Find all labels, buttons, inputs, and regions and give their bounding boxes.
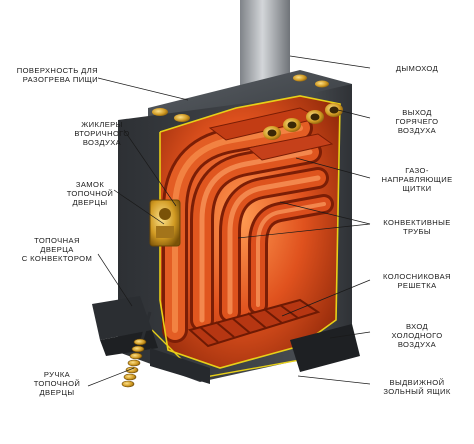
leader-lines [87, 55, 371, 387]
top-brass-caps [152, 74, 329, 122]
hot-air-outlets [263, 103, 343, 140]
fire-grate [187, 298, 321, 348]
door-handle-spring [121, 311, 152, 388]
gas-guide-shields [208, 107, 334, 161]
label-chimney: ДЫМОХОД [395, 64, 439, 73]
door-lock-plate [149, 199, 181, 247]
